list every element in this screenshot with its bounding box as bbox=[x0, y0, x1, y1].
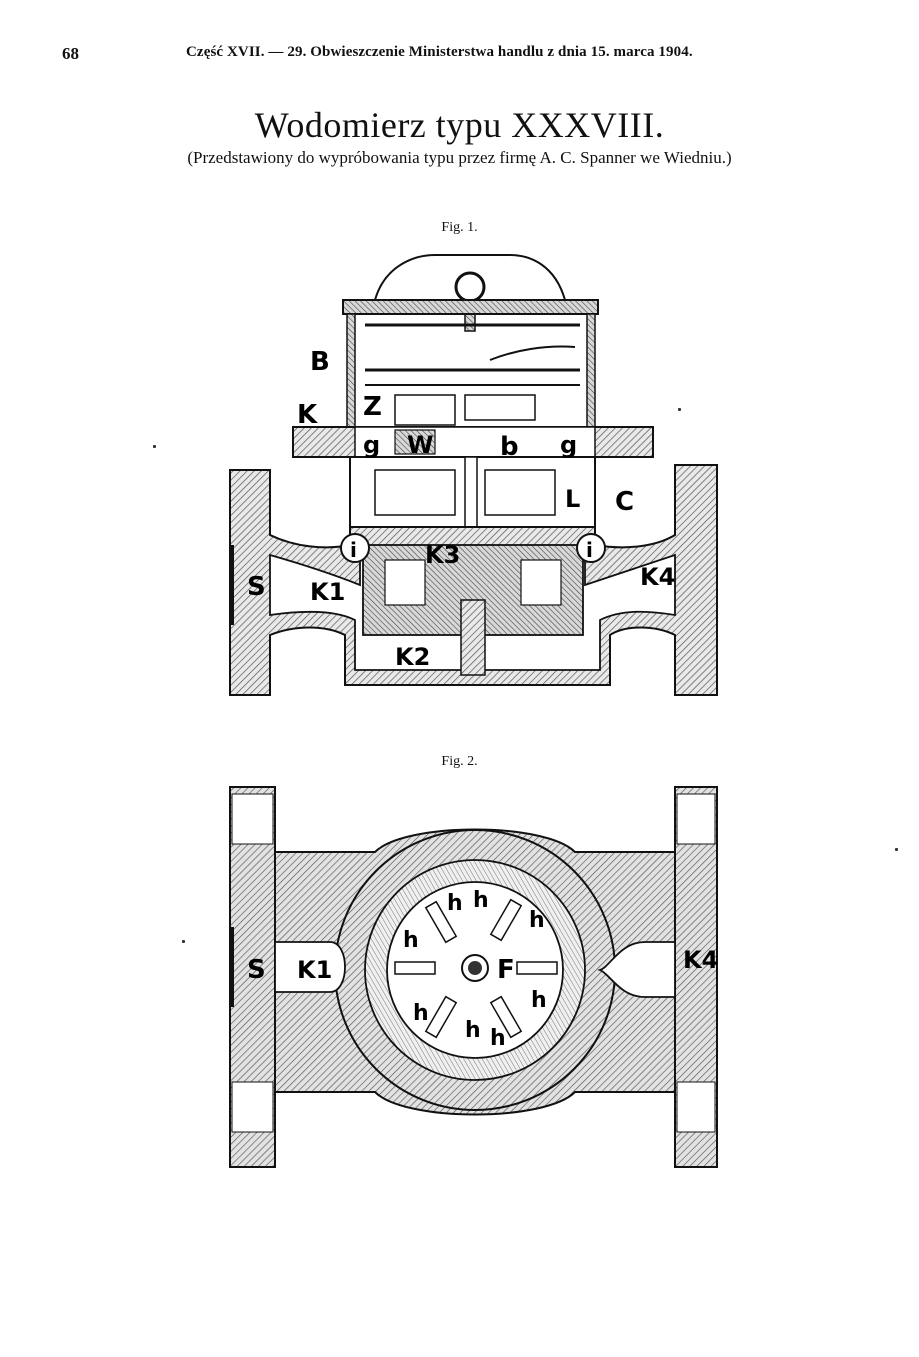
label-h-7: h bbox=[465, 1018, 481, 1043]
figure-1-drawing: B K Z g W b g C L i i K3 S K1 K4 K2 bbox=[225, 245, 725, 705]
inlet-channel bbox=[274, 941, 346, 993]
turbine-vanes bbox=[394, 898, 558, 1039]
label-C: C bbox=[615, 487, 634, 517]
label-W: W bbox=[407, 431, 433, 459]
gear-train bbox=[394, 394, 456, 426]
figure-1-svg: B K Z g W b g C L i i K3 S K1 K4 K2 bbox=[229, 254, 718, 696]
label-B: B bbox=[310, 347, 330, 377]
strainer-2 bbox=[229, 927, 234, 1007]
label-K4-2: K4 bbox=[683, 946, 718, 974]
lower-bushing bbox=[460, 599, 486, 676]
page-title: Wodomierz typu XXXVIII. bbox=[254, 105, 665, 145]
label-i-left: i bbox=[350, 538, 357, 562]
page-number: 68 bbox=[62, 44, 79, 63]
label-Z: Z bbox=[363, 392, 382, 422]
label-h-1: h bbox=[447, 891, 463, 916]
running-header: 68 Część XVII. — 29. Obwieszczenie Minis… bbox=[0, 38, 919, 64]
figure-2-drawing: S K1 K4 F h h h h h h h h bbox=[225, 782, 725, 1172]
strainer bbox=[229, 545, 234, 625]
label-h-4: h bbox=[403, 928, 419, 953]
label-K3: K3 bbox=[425, 541, 460, 569]
running-head: Część XVII. — 29. Obwieszczenie Minister… bbox=[186, 44, 693, 60]
label-h-3: h bbox=[529, 908, 545, 933]
scan-speck bbox=[895, 848, 898, 851]
label-S-2: S bbox=[247, 955, 266, 985]
figure-1-caption: Fig. 1. bbox=[441, 220, 478, 235]
scan-speck bbox=[678, 408, 681, 411]
label-g-right: g bbox=[560, 431, 577, 459]
axle bbox=[468, 961, 482, 975]
label-h-2: h bbox=[473, 888, 489, 913]
label-L: L bbox=[565, 485, 580, 513]
label-F: F bbox=[497, 955, 515, 985]
label-h-8: h bbox=[490, 1026, 506, 1051]
label-K: K bbox=[297, 400, 318, 430]
label-K1: K1 bbox=[310, 578, 345, 606]
label-S: S bbox=[247, 572, 266, 602]
eye-bolt bbox=[454, 271, 486, 303]
label-K2: K2 bbox=[395, 643, 430, 671]
figure-2-caption: Fig. 2. bbox=[441, 754, 478, 769]
label-K1-2: K1 bbox=[297, 956, 332, 984]
scan-speck bbox=[182, 940, 185, 943]
lid-rim bbox=[342, 299, 599, 315]
label-h-6: h bbox=[413, 1001, 429, 1026]
label-b: b bbox=[500, 432, 519, 462]
pointer-arm bbox=[489, 345, 576, 361]
label-h-5: h bbox=[531, 988, 547, 1013]
outlet-channel bbox=[597, 941, 676, 998]
page-subtitle: (Przedstawiony do wypróbowania typu prze… bbox=[187, 148, 732, 167]
scan-speck bbox=[153, 445, 156, 448]
label-g-left: g bbox=[363, 431, 380, 459]
label-i-right: i bbox=[586, 538, 593, 562]
label-K4: K4 bbox=[640, 563, 675, 591]
figure-2-svg: S K1 K4 F h h h h h h h h bbox=[229, 786, 718, 1168]
